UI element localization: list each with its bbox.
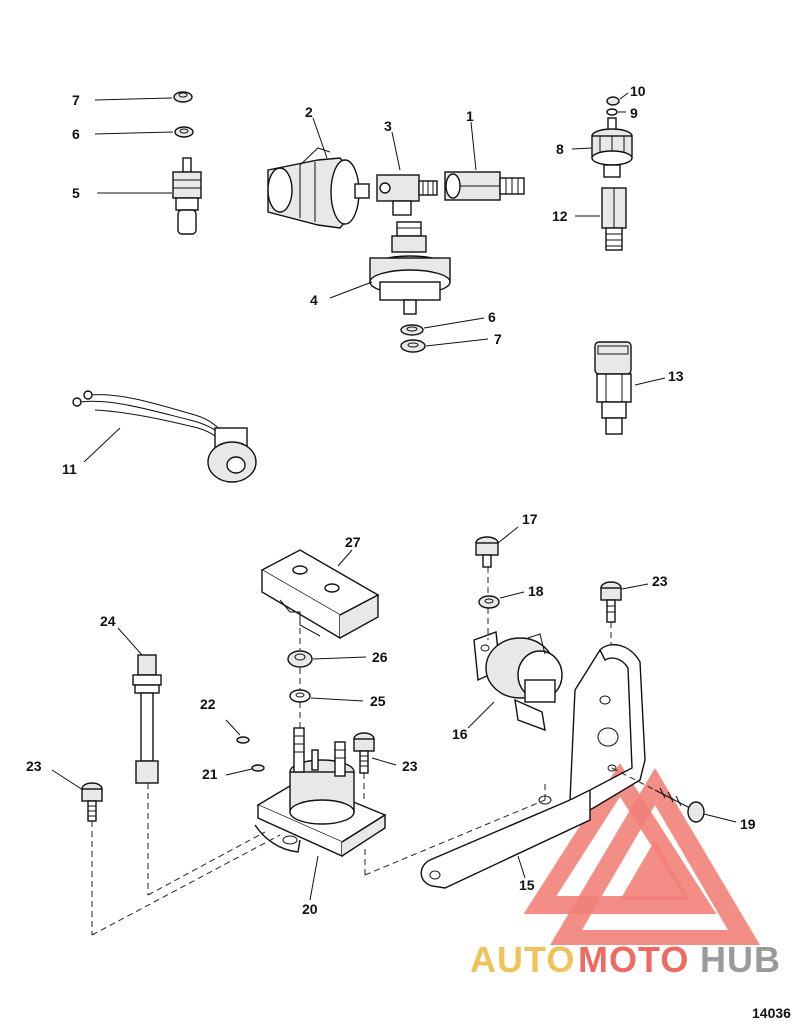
label-7-bottom: 7 xyxy=(494,331,502,347)
part-17-bolt xyxy=(475,536,499,568)
label-23-middle: 23 xyxy=(402,758,418,774)
part-27-bracket xyxy=(260,549,380,640)
label-17: 17 xyxy=(522,511,538,527)
part-4-pressure-switch xyxy=(369,221,451,315)
part-23-screw-left xyxy=(81,782,103,822)
leader-7b xyxy=(425,338,489,347)
leader-27 xyxy=(337,549,353,567)
part-23-screw-middle xyxy=(353,732,375,774)
part-12-adapter xyxy=(601,187,627,251)
label-8: 8 xyxy=(556,141,564,157)
part-13-sensor xyxy=(594,341,632,435)
leader-23b xyxy=(371,757,397,766)
label-6-top: 6 xyxy=(72,126,80,142)
part-7-nut-bottom xyxy=(400,339,426,353)
figure-number: 14036 xyxy=(752,1005,791,1021)
leader-11 xyxy=(83,427,121,463)
label-26: 26 xyxy=(372,649,388,665)
label-7-top: 7 xyxy=(72,92,80,108)
leader-24 xyxy=(117,627,143,656)
part-5-temp-sender xyxy=(172,157,202,235)
leader-4 xyxy=(329,281,373,299)
watermark-moto: MOTO xyxy=(578,939,689,980)
label-22: 22 xyxy=(200,696,216,712)
leader-20 xyxy=(309,855,319,901)
leader-16 xyxy=(467,701,495,729)
label-9: 9 xyxy=(630,105,638,121)
label-6-bottom: 6 xyxy=(488,309,496,325)
leader-15 xyxy=(517,855,526,879)
label-1: 1 xyxy=(466,108,474,124)
part-6-washer-bottom xyxy=(400,324,424,336)
part-3-tee-fitting xyxy=(376,174,438,216)
label-12: 12 xyxy=(552,208,568,224)
leader-2 xyxy=(312,117,328,159)
leader-19 xyxy=(703,813,737,823)
watermark-logo-icon xyxy=(523,763,760,945)
leader-21 xyxy=(225,768,253,776)
part-10-nut xyxy=(606,96,620,106)
leader-18 xyxy=(499,591,525,599)
part-20-solenoid xyxy=(254,727,387,858)
part-11-harness-coil xyxy=(72,390,257,483)
label-16: 16 xyxy=(452,726,468,742)
label-3: 3 xyxy=(384,118,392,134)
label-24: 24 xyxy=(100,613,116,629)
leader-7a xyxy=(94,97,173,101)
part-25-washer xyxy=(289,689,311,703)
label-5: 5 xyxy=(72,185,80,201)
leader-26 xyxy=(312,656,367,660)
part-23-screw-right xyxy=(600,581,622,623)
watermark-hub: HUB xyxy=(700,939,781,980)
part-2-pressure-switch xyxy=(267,147,370,229)
part-7-nut-top xyxy=(173,91,193,103)
leader-17 xyxy=(497,526,519,544)
leader-6b xyxy=(423,317,485,329)
part-21-screw xyxy=(251,764,265,772)
leader-6a xyxy=(94,131,174,135)
part-19-screw xyxy=(654,787,705,823)
part-15-mounting-bracket xyxy=(420,643,646,889)
part-16-relay xyxy=(473,631,563,732)
label-20: 20 xyxy=(302,901,318,917)
label-15: 15 xyxy=(519,877,535,893)
part-6-washer-top xyxy=(174,126,194,138)
leader-8 xyxy=(571,147,593,150)
label-27: 27 xyxy=(345,534,361,550)
label-21: 21 xyxy=(202,766,218,782)
leader-3 xyxy=(391,131,401,171)
label-25: 25 xyxy=(370,693,386,709)
part-8-oil-pressure-sender xyxy=(591,117,633,178)
label-19: 19 xyxy=(740,816,756,832)
label-13: 13 xyxy=(668,368,684,384)
part-24-stud xyxy=(132,654,162,784)
leader-22 xyxy=(225,719,241,736)
watermark-text: AUTO MOTO HUB xyxy=(470,939,781,980)
leader-23a xyxy=(51,769,84,791)
leader-10 xyxy=(619,92,629,100)
label-4: 4 xyxy=(310,292,318,308)
watermark-auto: AUTO xyxy=(470,939,575,980)
label-11: 11 xyxy=(62,461,77,477)
leader-23c xyxy=(621,583,649,590)
part-9-washer xyxy=(606,108,618,116)
part-22-screw xyxy=(236,736,250,744)
part-1-hex-adapter xyxy=(444,171,525,201)
leader-13 xyxy=(634,377,666,386)
label-18: 18 xyxy=(528,583,544,599)
label-2: 2 xyxy=(305,104,313,120)
leader-1 xyxy=(470,121,477,171)
assembly-dashed-lines xyxy=(91,567,656,936)
leader-25 xyxy=(310,697,364,702)
part-18-washer xyxy=(478,595,500,609)
label-23-right: 23 xyxy=(652,573,668,589)
label-10: 10 xyxy=(630,83,646,99)
label-23-left: 23 xyxy=(26,758,42,774)
part-26-nut xyxy=(287,650,313,668)
